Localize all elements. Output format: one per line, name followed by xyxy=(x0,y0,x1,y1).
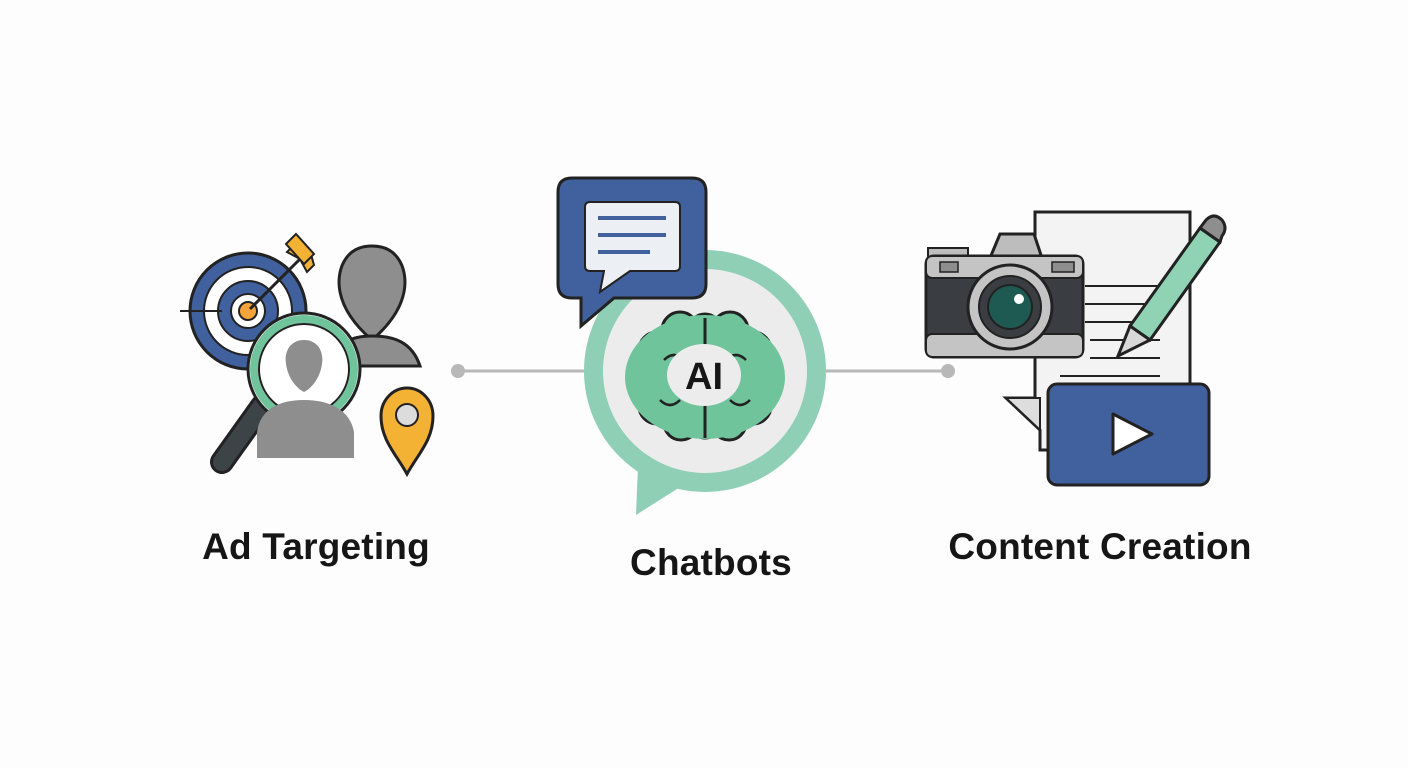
magnifier-handle xyxy=(210,394,274,474)
label-content-creation: Content Creation xyxy=(948,526,1252,567)
arrow-icon xyxy=(248,232,316,311)
pen-icon xyxy=(1115,214,1227,360)
connector-left-dot xyxy=(451,364,465,378)
video-play-icon xyxy=(1046,382,1211,487)
label-chatbots: Chatbots xyxy=(630,542,792,583)
location-pin-icon xyxy=(379,386,435,478)
label-ad-targeting: Ad Targeting xyxy=(202,526,430,567)
brain-fill xyxy=(625,315,785,439)
connector-right-dot xyxy=(941,364,955,378)
ai-badge: AI xyxy=(685,356,723,398)
message-bubble-icon xyxy=(556,176,708,330)
camera-icon xyxy=(924,232,1085,359)
user-silhouette-icon xyxy=(257,340,354,458)
